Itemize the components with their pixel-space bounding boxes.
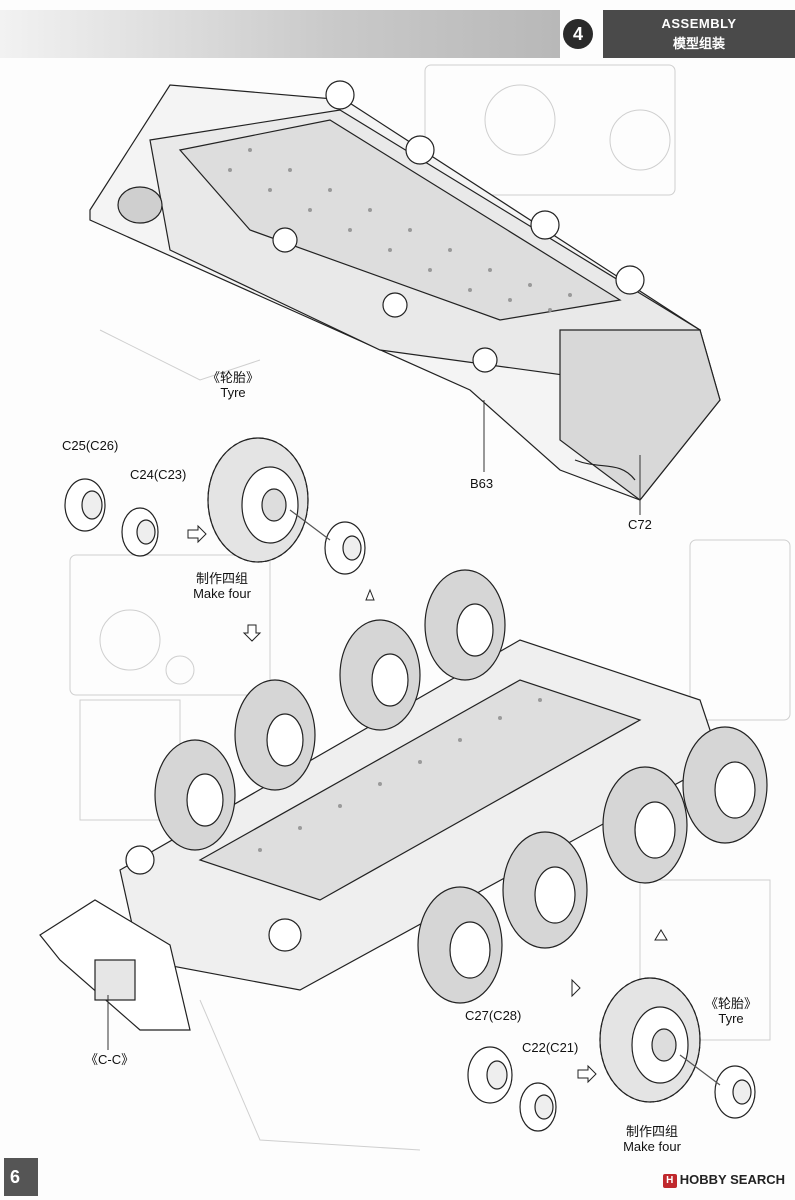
assembly-title-box: ASSEMBLY 模型组装 xyxy=(603,10,795,58)
make-four-bottom: 制作四组 Make four xyxy=(612,1124,692,1154)
part-label-cc: 《C-C》 xyxy=(85,1052,135,1067)
tyre-label-top: 《轮胎》 Tyre xyxy=(198,370,268,400)
tyre-label-top-en: Tyre xyxy=(220,385,246,400)
page-number: 6 xyxy=(4,1158,38,1196)
page-header: 4 ASSEMBLY 模型组装 xyxy=(0,10,795,58)
upper-chassis xyxy=(89,80,721,501)
part-label-c24: C24(C23) xyxy=(130,467,187,482)
make-four-bottom-en: Make four xyxy=(623,1139,681,1154)
hobbysearch-logo-icon: H xyxy=(662,1173,677,1188)
leader-lines-top xyxy=(483,400,641,515)
make-four-top-cn: 制作四组 xyxy=(195,571,248,586)
assembly-title-en: ASSEMBLY xyxy=(661,16,737,31)
assembly-title-cn: 模型组装 xyxy=(672,36,725,51)
part-label-c27: C27(C28) xyxy=(465,1008,522,1023)
step-number-badge: 4 xyxy=(563,19,593,49)
part-label-c22: C22(C21) xyxy=(522,1040,579,1055)
exploded-wheel-bottom xyxy=(467,977,756,1132)
make-four-top: 制作四组 Make four xyxy=(182,571,262,601)
watermark-text: HOBBY SEARCH xyxy=(679,1172,785,1187)
make-four-bottom-cn: 制作四组 xyxy=(625,1124,678,1139)
part-label-c25: C25(C26) xyxy=(62,438,119,453)
tyre-label-bottom-en: Tyre xyxy=(718,1011,744,1026)
header-gradient-bar xyxy=(0,10,560,58)
faint-background-drawing xyxy=(69,64,791,1151)
make-four-top-en: Make four xyxy=(193,586,251,601)
assembly-arrows xyxy=(187,524,668,1084)
exploded-wheel-top xyxy=(64,437,366,575)
part-label-c72: C72 xyxy=(628,517,652,532)
part-label-b63: B63 xyxy=(470,476,494,491)
tyre-label-top-cn: 《轮胎》 xyxy=(206,370,259,385)
tyre-label-bottom-cn: 《轮胎》 xyxy=(704,996,757,1011)
lower-chassis xyxy=(39,569,768,1031)
tyre-label-bottom: 《轮胎》 Tyre xyxy=(703,996,759,1026)
